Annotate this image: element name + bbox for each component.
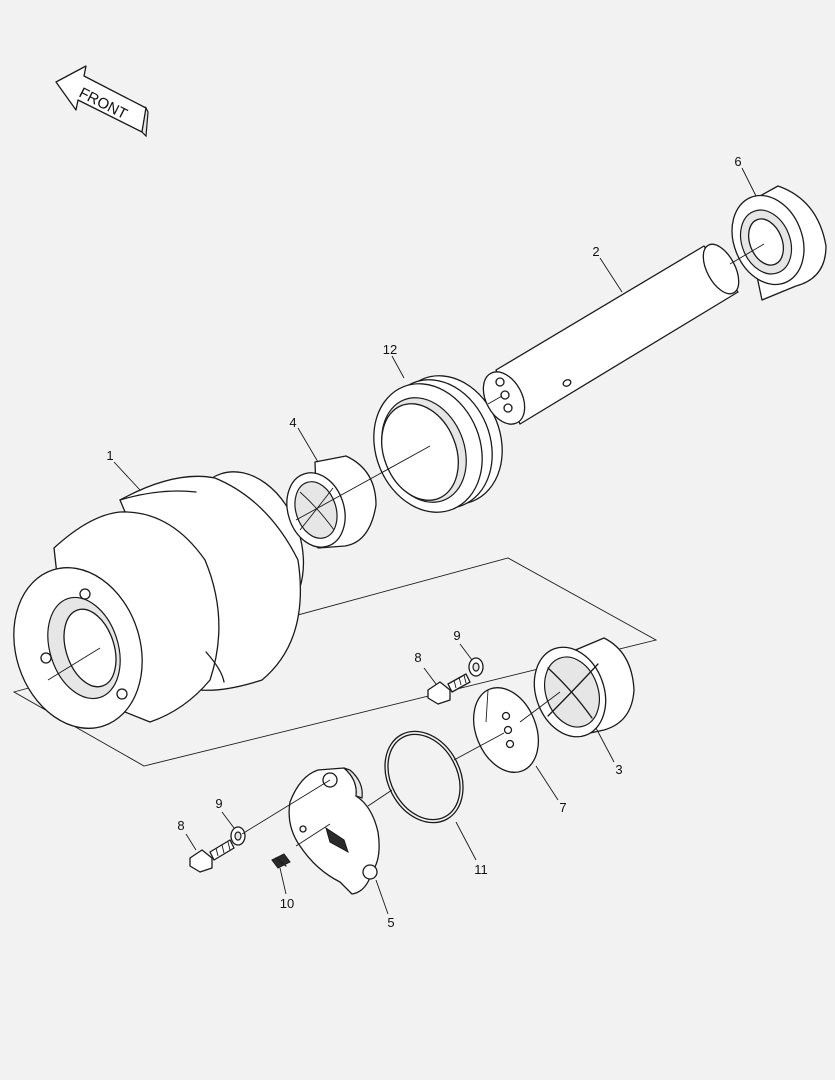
callout-4: 4 [289, 415, 296, 430]
callout-labels: 1 2 3 4 5 6 7 8 8 9 9 10 11 12 [106, 154, 741, 930]
callout-2: 2 [592, 244, 599, 259]
front-direction-arrow: FRONT [55, 65, 149, 138]
part-6-bearing [731, 185, 827, 301]
callout-12: 12 [383, 342, 397, 357]
part-4-bushing [286, 455, 377, 549]
callout-7: 7 [559, 800, 566, 815]
part-11-o-ring [384, 730, 464, 824]
callout-8-upper: 8 [414, 650, 421, 665]
callout-11: 11 [474, 862, 488, 877]
leader-lines [113, 167, 757, 915]
part-12-seal-ring [373, 375, 503, 513]
callout-9-lower: 9 [215, 796, 222, 811]
assembly-axis-lines [47, 243, 765, 847]
part-8-bolt-lower [189, 839, 235, 873]
callout-9-upper: 9 [453, 628, 460, 643]
callout-1: 1 [106, 448, 113, 463]
part-2-shaft [482, 243, 740, 425]
part-1-roller-body [13, 471, 305, 729]
part-7-thrust-plate [473, 687, 539, 773]
assembly-plane-outline [12, 557, 658, 767]
callout-8-lower: 8 [177, 818, 184, 833]
callout-6: 6 [734, 154, 741, 169]
part-5-end-cover [288, 767, 380, 895]
part-8-bolt-upper [427, 673, 471, 705]
callout-5: 5 [387, 915, 394, 930]
callout-3: 3 [615, 762, 622, 777]
callout-10: 10 [280, 896, 294, 911]
part-10-plug [271, 853, 291, 869]
part-9-washer-lower [230, 826, 246, 846]
part-3-bushing [533, 637, 635, 738]
part-9-washer-upper [468, 657, 484, 677]
